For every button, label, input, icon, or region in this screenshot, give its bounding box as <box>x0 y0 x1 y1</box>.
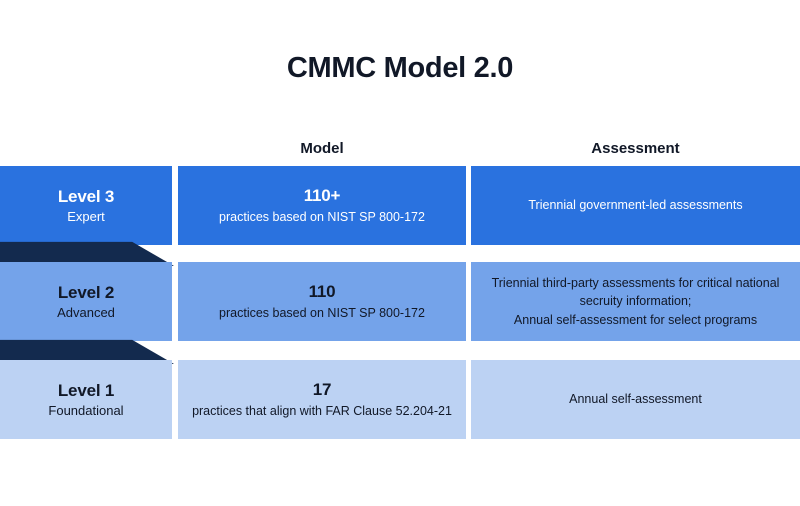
assessment-text-1: Annual self-assessment <box>569 392 702 407</box>
assessment-text-2: Triennial third-party assessments for cr… <box>491 276 780 327</box>
assessment-text-3: Triennial government-led assessments <box>528 198 743 213</box>
model-cell-3: 110+ practices based on NIST SP 800-172 <box>178 166 466 245</box>
level-cell-1: Level 1 Foundational <box>0 360 172 439</box>
page-title: CMMC Model 2.0 <box>286 52 514 84</box>
level-desc-1: Foundational <box>48 402 124 418</box>
model-desc-3: practices based on NIST SP 800-172 <box>219 210 425 225</box>
column-header-model: Model <box>300 140 344 157</box>
model-count-2: 110 <box>308 282 336 302</box>
model-cell-1: 17 practices that align with FAR Clause … <box>178 360 466 439</box>
level-name-3: Level 3 <box>57 186 115 206</box>
level-row-3: Level 3 Expert 110+ practices based on N… <box>0 166 800 245</box>
level-row-2: Level 2 Advanced 110 practices based on … <box>0 262 800 341</box>
level-cell-2: Level 2 Advanced <box>0 262 172 341</box>
level-name-1: Level 1 <box>57 380 115 400</box>
assessment-cell-2: Triennial third-party assessments for cr… <box>471 262 800 341</box>
assessment-cell-3: Triennial government-led assessments <box>471 166 800 245</box>
level-row-1: Level 1 Foundational 17 practices that a… <box>0 360 800 439</box>
model-cell-2: 110 practices based on NIST SP 800-172 <box>178 262 466 341</box>
model-desc-2: practices based on NIST SP 800-172 <box>219 306 425 321</box>
level-desc-2: Advanced <box>57 304 115 320</box>
level-name-2: Level 2 <box>57 282 115 302</box>
model-count-3: 110+ <box>303 186 341 206</box>
level-desc-3: Expert <box>67 208 105 224</box>
assessment-cell-1: Annual self-assessment <box>471 360 800 439</box>
column-header-assessment: Assessment <box>591 140 680 157</box>
level-cell-3: Level 3 Expert <box>0 166 172 245</box>
model-count-1: 17 <box>312 380 332 400</box>
model-desc-1: practices that align with FAR Clause 52.… <box>192 404 452 419</box>
